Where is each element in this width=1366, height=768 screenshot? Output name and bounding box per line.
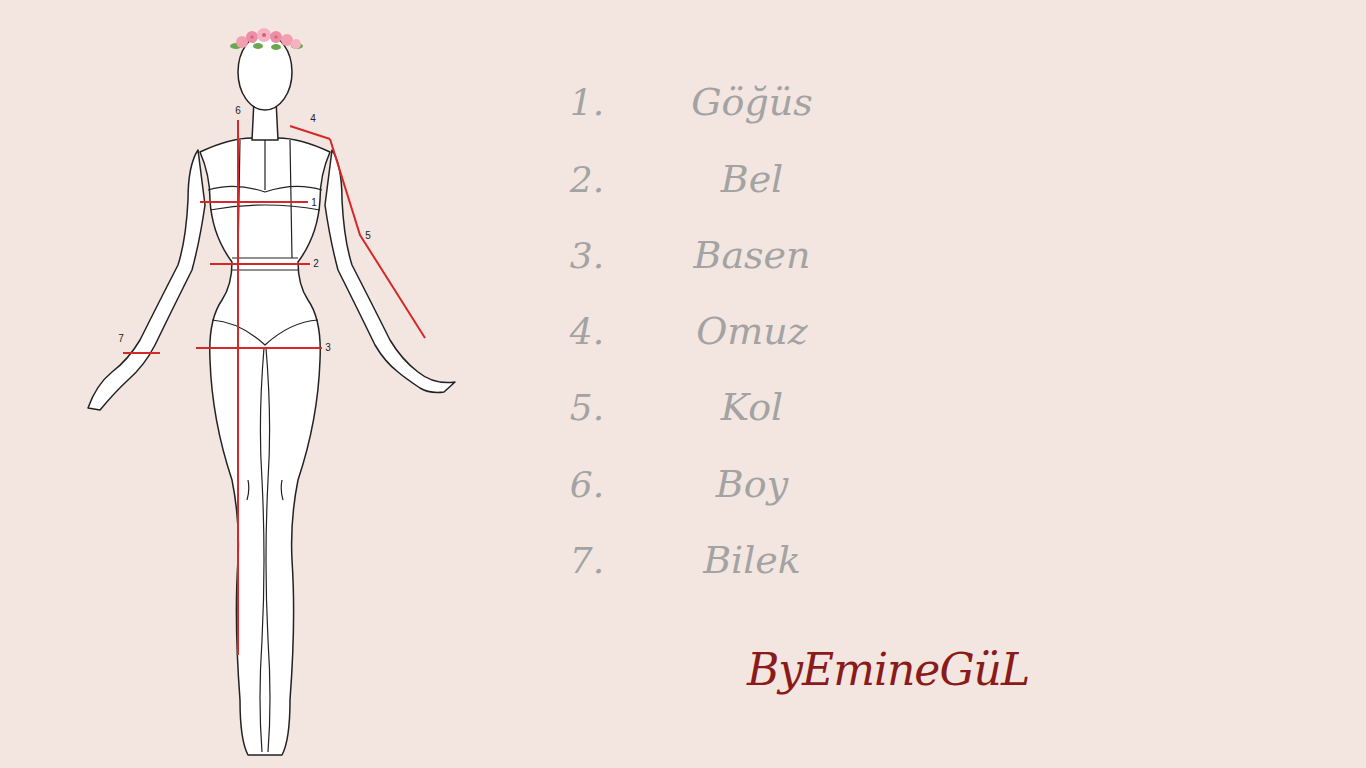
list-number: 4. [570, 311, 604, 352]
measurement-name: Basen [693, 234, 810, 278]
list-number: 1. [570, 82, 604, 123]
measurement-name: Kol [721, 386, 783, 430]
list-number: 6. [570, 464, 604, 505]
flower-crown [230, 28, 303, 50]
measurement-name: Göğüs [691, 81, 813, 125]
measurement-name: Bilek [703, 539, 801, 583]
callout-number: 4 [310, 113, 316, 125]
list-number: 2. [570, 159, 604, 200]
left-arm [88, 150, 205, 410]
measurement-name: Bel [721, 158, 784, 202]
watermark: ByEmineGüL [747, 645, 1029, 696]
measure-lines [123, 120, 425, 655]
body [200, 138, 330, 755]
callout-number: 1 [311, 197, 317, 209]
callout-number: 3 [325, 342, 331, 354]
measurement-name: Omuz [696, 310, 808, 354]
list-number: 3. [570, 235, 604, 276]
callout-number: 2 [313, 258, 319, 270]
measurement-name: Boy [716, 463, 788, 507]
callout-number: 7 [118, 333, 124, 345]
callout-number: 6 [235, 105, 241, 117]
callout-number: 5 [365, 230, 371, 242]
list-number: 5. [570, 387, 604, 428]
list-number: 7. [570, 540, 604, 581]
